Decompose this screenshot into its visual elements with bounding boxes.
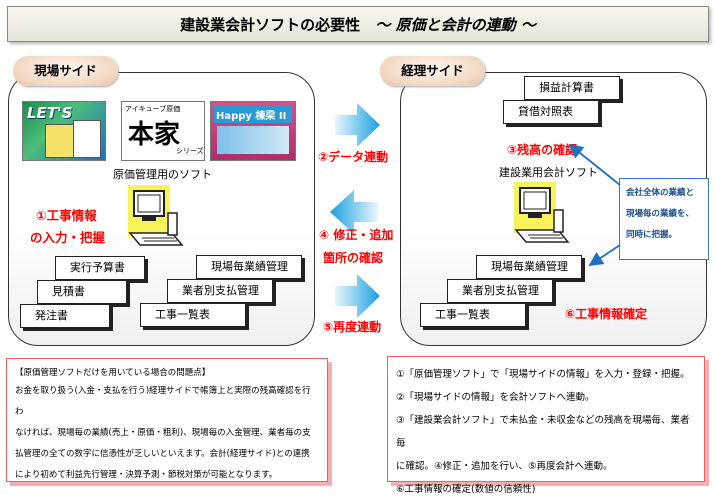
step1-label-line2: の入力・把握 (30, 230, 106, 245)
step1-label-line1: ①工事情報 (36, 208, 97, 223)
problem-note-line-2: お金を取り扱う(入金・支払を行う)経理サイドで帳簿上と実際の残高確認を行わ (15, 386, 311, 417)
page-title: 建設業会計ソフトの必要性 〜 原価と会計の連動 〜 (8, 14, 708, 35)
lets-package-box (45, 124, 77, 158)
acc-report-vendor-payments: 業者別支払管理 (447, 279, 553, 303)
lets-logo-text: LET'S (27, 104, 73, 122)
honke-logo-main: 本家 (128, 120, 181, 150)
acc-report-site-performance: 現場毎業績管理 (476, 255, 582, 279)
lets-package-box-2 (73, 120, 101, 158)
happy-logo-text: Happy 棟梁 II (214, 106, 292, 123)
callout-line-3: 同時に把握。 (626, 230, 678, 240)
title-banner: 建設業会計ソフトの必要性 〜 原価と会計の連動 〜 (7, 6, 709, 42)
step4-label-line1: ④ 修正・追加 (319, 228, 394, 242)
title-sub: 〜 原価と会計の連動 〜 (375, 16, 536, 34)
arrow-left-correction (330, 190, 378, 234)
happy-touryo-logo: Happy 棟梁 II (210, 101, 296, 161)
step4-label-line2: 箇所の確認 (323, 251, 384, 265)
accounting-side-pill: 経理サイド (380, 56, 485, 86)
summary-line-2: ②「現場サイドの情報」を会計ソフトへ連動。 (396, 392, 595, 403)
problem-note-line-4: 払管理の全ての数字に信憑性が乏しいといえます。会計(経理サイド)との連携 (15, 449, 310, 459)
doc-income-statement: 損益計算書 (524, 76, 620, 100)
callout-line-1: 会社全体の業績と (626, 188, 695, 198)
problem-note-line-3: なければ、現場毎の業績(売上・原価・粗利)、現場毎の入金管理、業者毎の支 (15, 428, 311, 438)
title-main: 建設業会計ソフトの必要性 (180, 16, 361, 34)
problem-note: 【原価管理ソフトだけを用いている場合の問題点】 お金を取り扱う(入金・支払を行う… (6, 358, 328, 482)
arrow-right-relink (335, 274, 380, 318)
report-site-performance: 現場毎業績管理 (196, 255, 302, 279)
field-computer-icon (122, 183, 197, 253)
doc-execution-budget: 実行予算書 (55, 256, 145, 280)
callout-line-2: 現場毎の業績を、 (626, 209, 695, 219)
cost-software-label: 原価管理用のソフト (113, 168, 212, 181)
honke-logo-top: アイキューブ原価 (125, 105, 181, 113)
happy-logo-image (217, 126, 289, 154)
doc-purchase-order: 発注書 (20, 304, 110, 328)
summary-line-4: に確認。④修正・追加を行い、⑤再度会計へ連動。 (396, 461, 613, 472)
accounting-software-label: 建設業用会計ソフト (499, 166, 598, 179)
arrow-right-data-link (335, 103, 380, 147)
step2-label: ②データ連動 (318, 150, 389, 164)
summary-line-3: ③「建設業会計ソフト」で未払金・未収金などの残高を現場毎、業者毎 (396, 415, 690, 449)
report-vendor-payments: 業者別支払管理 (167, 279, 273, 303)
problem-note-line-5: により初めて利益先行管理・決算予測・節税対策が可能となります。 (15, 470, 278, 480)
summary-line-1: ①「原価管理ソフト」で「現場サイドの情報」を入力・登録・把握。 (396, 369, 690, 380)
step5-label: ⑤再度連動 (323, 320, 382, 334)
field-side-pill: 現場サイド (13, 56, 118, 86)
overview-callout: 会社全体の業績と 現場毎の業績を、 同時に把握。 (619, 178, 709, 260)
acc-report-project-list: 工事一覧表 (420, 303, 526, 327)
accounting-computer-icon (508, 180, 583, 252)
doc-estimate: 見積書 (37, 280, 127, 304)
honke-logo-bottom: シリーズ (176, 147, 204, 155)
report-project-list: 工事一覧表 (140, 303, 246, 327)
lets-software-logo: LET'S (22, 101, 106, 161)
callout-pointer-arrows (560, 140, 630, 275)
step3-label: ③残高の確認 (507, 143, 578, 157)
step6-label: ⑥工事情報確定 (565, 307, 648, 321)
doc-balance-sheet: 貸借対照表 (503, 100, 599, 124)
steps-summary-note: ①「原価管理ソフト」で「現場サイドの情報」を入力・登録・把握。 ②「現場サイドの… (387, 356, 705, 495)
problem-note-line-1: 【原価管理ソフトだけを用いている場合の問題点】 (15, 368, 211, 378)
honke-software-logo: アイキューブ原価 本家 シリーズ (121, 101, 205, 161)
